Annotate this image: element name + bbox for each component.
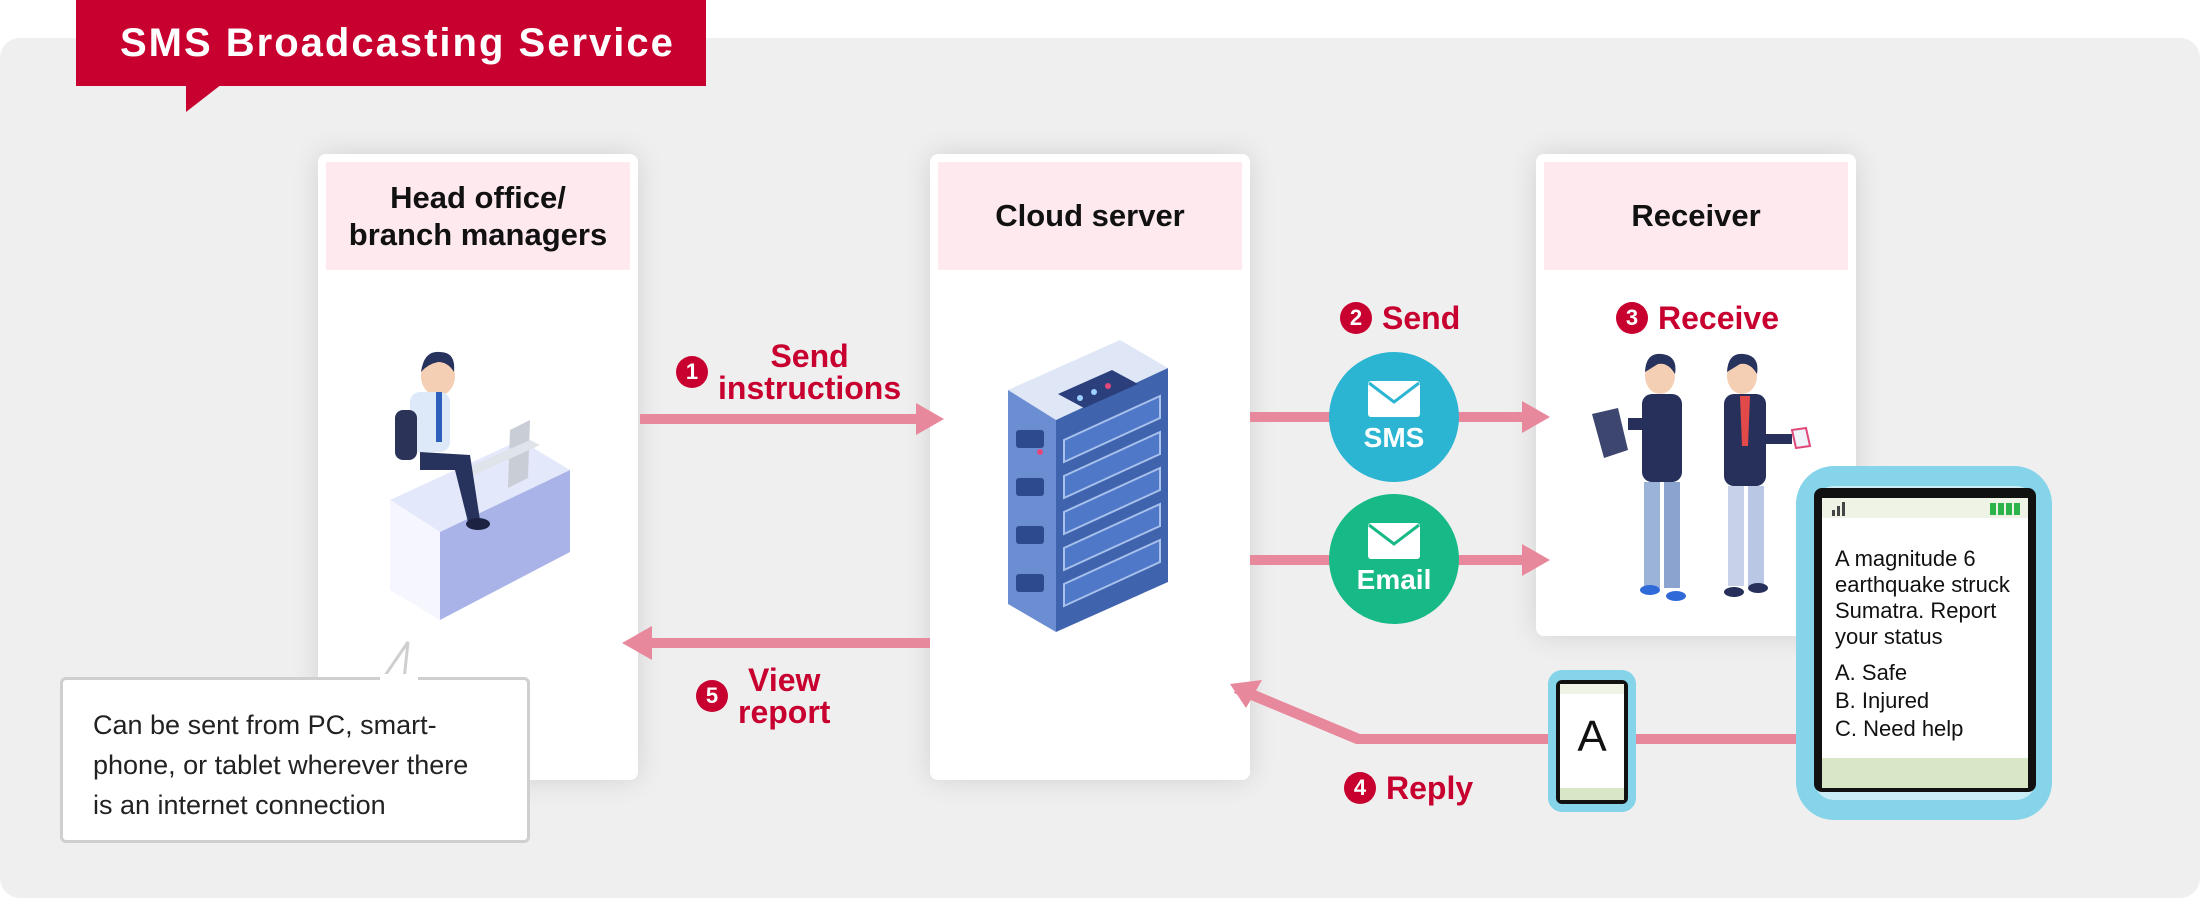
envelope-icon: [1368, 523, 1420, 559]
server-card-title: Cloud server: [938, 162, 1242, 270]
small-phone-icon: [1548, 670, 1636, 812]
title-tag-tail: [186, 84, 222, 112]
reply-character: A: [1577, 712, 1607, 761]
page-title: SMS Broadcasting Service: [76, 0, 706, 86]
phone-message: A magnitude 6 earthquake struck Sumatra.…: [1835, 546, 2010, 649]
step-3-label: 3 Receive: [1616, 302, 1779, 334]
step-5-text: View report: [738, 662, 831, 730]
phone-option-b: B. Injured: [1835, 688, 1930, 713]
server-card: Cloud server: [930, 154, 1250, 780]
step-2-text: Send: [1382, 300, 1461, 336]
step-2-label: 2 Send: [1340, 302, 1460, 334]
arrow-reply: [1234, 683, 1360, 744]
step-3-number: 3: [1616, 302, 1648, 334]
server-rack-icon: [1008, 340, 1168, 632]
sms-label: SMS: [1363, 422, 1425, 453]
speech-bubble-join: [380, 674, 418, 680]
step-4-number: 4: [1344, 772, 1376, 804]
phone-option-a: A. Safe: [1835, 660, 1908, 685]
receiver-card-title: Receiver: [1544, 162, 1848, 270]
step-5-label: 5 View report: [696, 664, 830, 728]
device-note: Can be sent from PC, smart- phone, or ta…: [60, 677, 530, 843]
step-1-text: Send instructions: [718, 338, 902, 406]
step-4-label: 4 Reply: [1344, 772, 1473, 804]
step-4-text: Reply: [1386, 770, 1474, 806]
step-5-number: 5: [696, 680, 728, 712]
office-worker-icon: [390, 351, 570, 620]
step-1-number: 1: [676, 356, 708, 388]
step-1-label: 1 Send instructions: [676, 340, 901, 404]
email-label: Email: [1356, 564, 1432, 595]
arrow-view-report: [650, 638, 930, 648]
arrow-send-instructions: [640, 414, 930, 424]
mobile-phone-icon: [1796, 466, 2052, 820]
step-2-number: 2: [1340, 302, 1372, 334]
envelope-icon: [1368, 381, 1420, 417]
step-3-text: Receive: [1658, 300, 1779, 336]
people-icon: [1592, 353, 1812, 601]
sender-card-title: Head office/ branch managers: [326, 162, 630, 270]
phone-option-c: C. Need help: [1835, 716, 1964, 741]
email-channel-badge: Email: [1329, 494, 1459, 624]
sms-channel-badge: SMS: [1329, 352, 1459, 482]
